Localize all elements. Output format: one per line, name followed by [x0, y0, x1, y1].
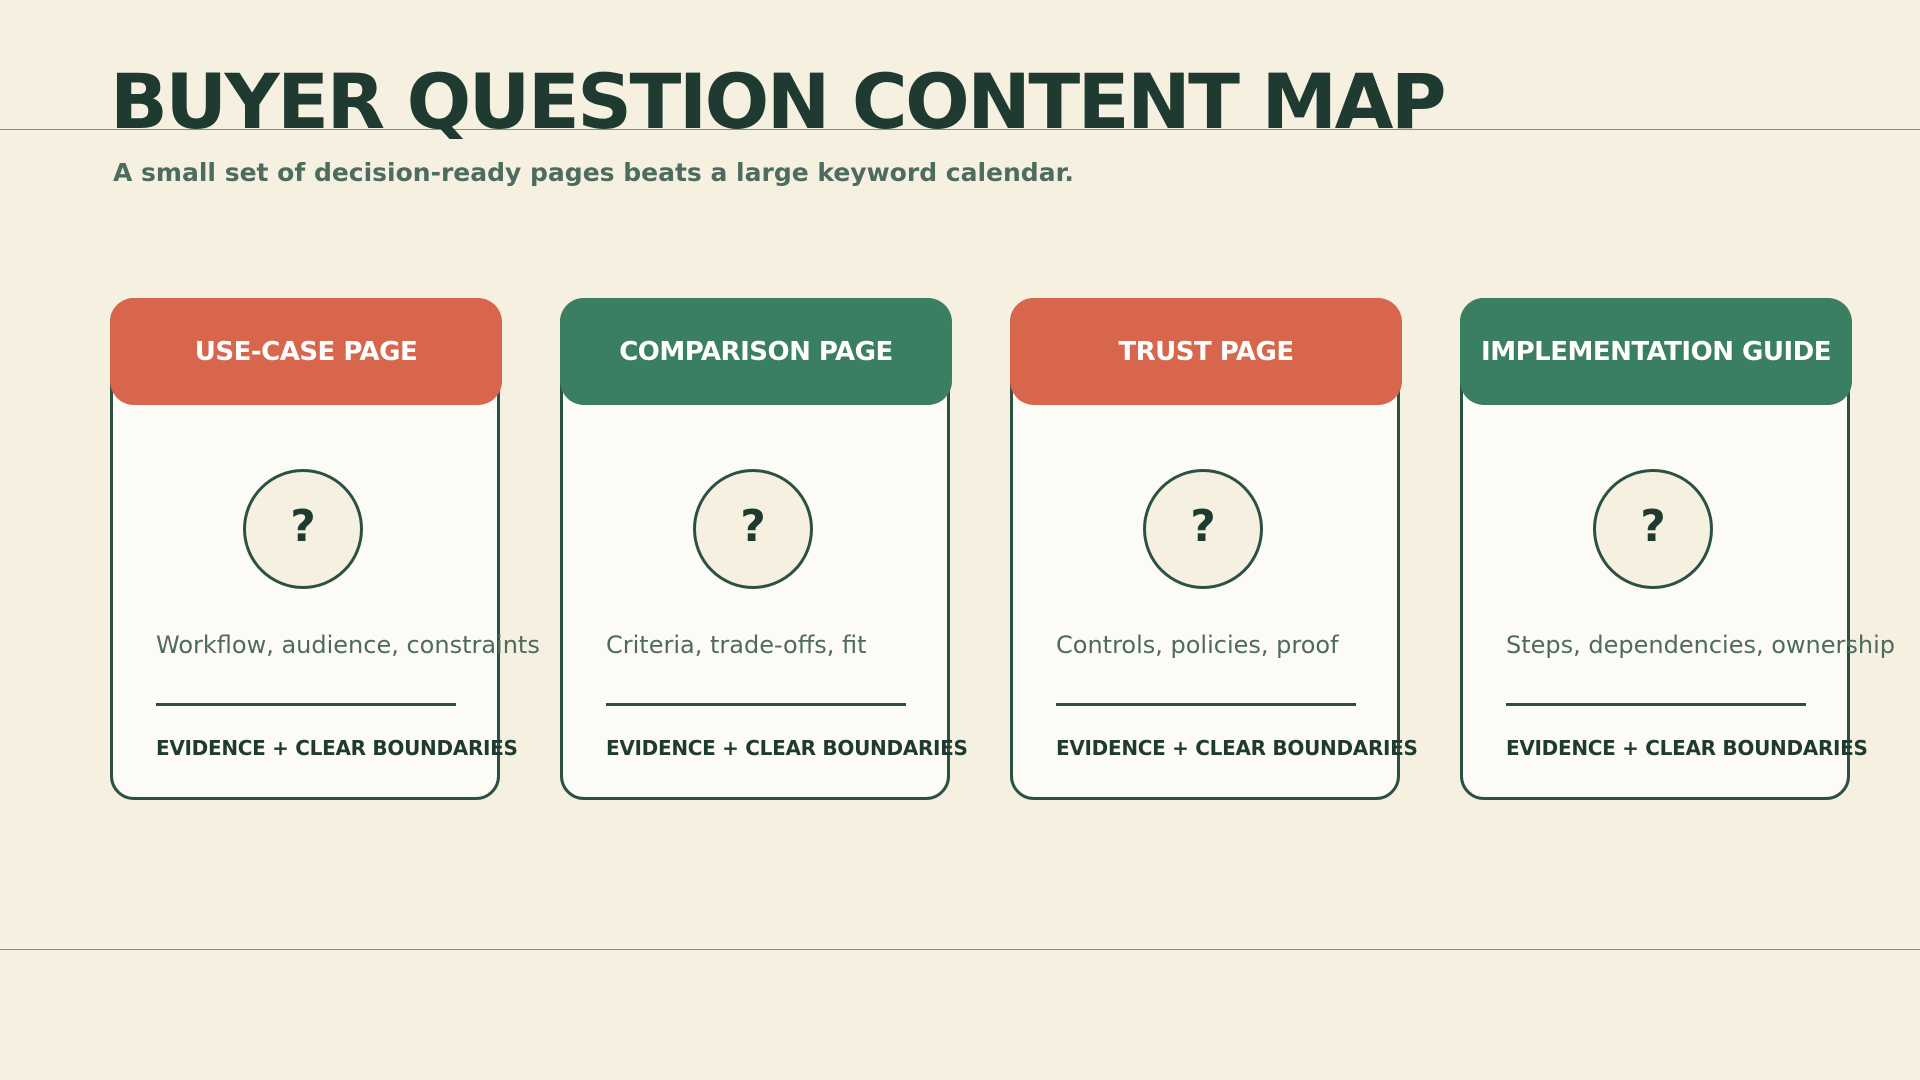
card-footer: EVIDENCE + CLEAR BOUNDARIES [1506, 736, 1868, 760]
card-footer: EVIDENCE + CLEAR BOUNDARIES [1056, 736, 1418, 760]
card-implementation: IMPLEMENTATION GUIDE ? Steps, dependenci… [1460, 298, 1895, 800]
card-header: COMPARISON PAGE [560, 298, 952, 405]
page-subtitle: A small set of decision-ready pages beat… [113, 158, 1074, 187]
card-divider [1056, 703, 1356, 706]
card-footer: EVIDENCE + CLEAR BOUNDARIES [606, 736, 968, 760]
top-rule [0, 129, 1920, 130]
card-description: Criteria, trade-offs, fit [606, 631, 867, 659]
card-comparison: COMPARISON PAGE ? Criteria, trade-offs, … [560, 298, 968, 800]
card-trust: TRUST PAGE ? Controls, policies, proof E… [1010, 298, 1418, 800]
card-divider [606, 703, 906, 706]
page-title: BUYER QUESTION CONTENT MAP [110, 57, 1447, 146]
bottom-rule [0, 949, 1920, 950]
card-header: TRUST PAGE [1010, 298, 1402, 405]
card-description: Workflow, audience, constraints [156, 631, 540, 659]
question-mark-icon: ? [1143, 469, 1263, 589]
question-mark-icon: ? [693, 469, 813, 589]
card-description: Controls, policies, proof [1056, 631, 1339, 659]
question-mark-icon: ? [243, 469, 363, 589]
card-description: Steps, dependencies, ownership [1506, 631, 1895, 659]
question-mark-icon: ? [1593, 469, 1713, 589]
card-use-case: USE-CASE PAGE ? Workflow, audience, cons… [110, 298, 540, 800]
card-header: IMPLEMENTATION GUIDE [1460, 298, 1852, 405]
card-header: USE-CASE PAGE [110, 298, 502, 405]
card-divider [1506, 703, 1806, 706]
card-footer: EVIDENCE + CLEAR BOUNDARIES [156, 736, 518, 760]
card-divider [156, 703, 456, 706]
